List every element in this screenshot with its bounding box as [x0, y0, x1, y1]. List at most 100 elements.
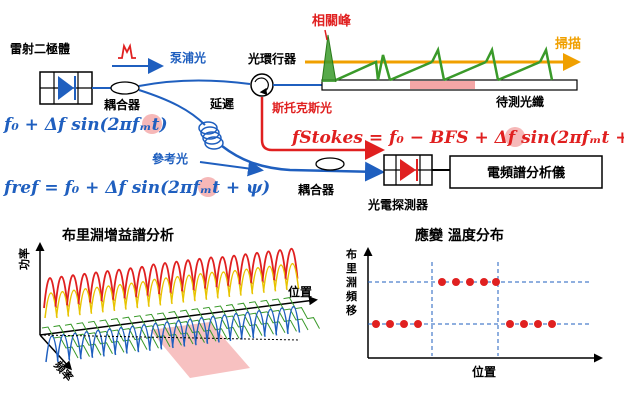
- spectrum-blue-peak: [206, 315, 220, 343]
- dist-y-char-2: 淵: [346, 275, 357, 289]
- spectrum-depth-line: [87, 320, 125, 353]
- spectrum-depth-line: [225, 304, 263, 336]
- spectrum-yellow-peak: [113, 284, 127, 310]
- spectrum-yellow-peak: [228, 270, 242, 296]
- spectrum-blue-peak: [286, 306, 301, 333]
- spectrum-y-label: 功率: [17, 248, 31, 270]
- spectrum-depth-line: [110, 318, 148, 350]
- spectrum-red-peak: [215, 256, 230, 288]
- eq-pump: f₀ + Δf sin(2πfₘt): [3, 115, 168, 135]
- spectrum-red-peak: [77, 272, 92, 304]
- delay-coil: [198, 121, 224, 150]
- spectrum-blue-peak: [194, 317, 209, 344]
- eq-stokes-group: fStokes = f₀ − BFS + Δf sin(2πfₘt + φ): [291, 127, 624, 148]
- distribution-guides: [368, 262, 590, 356]
- spectrum-blue-peak: [160, 321, 174, 349]
- dist-point-high: [492, 278, 500, 286]
- spectrum-baseline: [39, 334, 301, 341]
- spectrum-depth-line: [271, 298, 309, 331]
- dist-y-char-3: 頻: [346, 289, 357, 303]
- ref-arrow: [199, 160, 264, 177]
- dist-point-low: [414, 320, 422, 328]
- dist-point-low: [520, 320, 528, 328]
- spectrum-depth-line: [53, 325, 90, 357]
- spectrum-depth-line: [133, 315, 171, 348]
- spectrum-blue-peak: [114, 327, 128, 354]
- dist-point-low: [372, 320, 380, 328]
- dist-point-high: [466, 278, 474, 286]
- spectrum-yellow-peak: [159, 277, 173, 305]
- spectrum-yellow-peak: [193, 273, 208, 300]
- coupler-2: [315, 157, 345, 171]
- dist-y-char-4: 移: [346, 303, 357, 317]
- spectrum-blue-peak: [252, 310, 266, 337]
- spectrum-blue-peak: [79, 331, 94, 358]
- spectrum-yellow-peak: [274, 264, 288, 291]
- eq-stokes: fStokes = f₀ − BFS + Δf sin(2πfₘt + φ): [291, 128, 624, 148]
- spectrum-depth-line: [168, 311, 205, 343]
- spectrum-blue-peak: [68, 332, 82, 360]
- spectrum-depth-line: [202, 306, 240, 339]
- spectrum-yellow-peak: [251, 267, 265, 293]
- dist-point-low: [386, 320, 394, 328]
- spectrum-yellow-peak: [147, 278, 162, 306]
- spectrum-yellow-peak: [136, 281, 150, 307]
- ref-label: 參考光: [152, 151, 188, 166]
- distribution-axes: [363, 247, 603, 363]
- circulator: [250, 73, 274, 97]
- laser-label: 雷射二極體: [10, 41, 70, 56]
- spectrum-x-label: 位置: [288, 284, 312, 299]
- peak-pointer: [324, 29, 328, 41]
- spectrum-blue-peak: [125, 325, 140, 353]
- spectrum-freq-label: 頻率: [51, 358, 76, 384]
- spectrum-title: 布里淵增益譜分析: [62, 227, 174, 244]
- spectrum-depth-line: [260, 299, 297, 332]
- dist-y-char-0: 布: [346, 247, 357, 261]
- spectrum-yellow-peak: [182, 274, 196, 302]
- spectrum-depth-line: [145, 313, 182, 346]
- dist-point-low: [548, 320, 556, 328]
- spectrum-red-peak: [100, 270, 115, 302]
- dist-point-low: [506, 320, 514, 328]
- spectrum-blue-peak: [91, 329, 105, 357]
- spectrum-red-peak: [238, 253, 253, 285]
- spectrum-depth-line: [76, 322, 113, 355]
- spectrum-depth-line: [179, 309, 217, 342]
- coupler2-label: 耦合器: [298, 182, 335, 197]
- detector-label: 光電探測器: [367, 197, 429, 212]
- spectrum-yellow-peak: [78, 288, 93, 314]
- spectrum-red-peak: [250, 251, 264, 283]
- photodetector: [383, 154, 433, 186]
- spectrum-red-peak: [204, 256, 218, 289]
- spectrum-yellow-peak: [239, 268, 254, 295]
- spectrum-depth-line: [237, 302, 274, 335]
- spectrum-yellow-peak: [67, 289, 81, 316]
- spectrum-red-peak: [112, 268, 126, 300]
- spectrum-red-peak: [169, 260, 184, 293]
- spectrum-yellow-peak: [262, 265, 277, 292]
- eq-ref-group: fref = f₀ + Δf sin(2πfₘt + ψ): [3, 177, 270, 198]
- circulator-label: 光環行器: [247, 51, 297, 66]
- pump-label: 泵浦光: [170, 50, 206, 65]
- heated-band: [150, 322, 250, 378]
- spectrum-yellow-peak: [205, 271, 219, 299]
- spectrum-red-peak: [66, 274, 80, 306]
- spectrum-yellow-peak: [44, 292, 58, 319]
- fiber-label: 待測光纖: [496, 94, 544, 109]
- spectrum-red-peak: [158, 262, 172, 295]
- spectrum-depth-line: [248, 301, 286, 334]
- spectrum-yellow-peak: [101, 285, 116, 312]
- dist-point-high: [452, 278, 460, 286]
- coupler1-label: 耦合器: [104, 97, 141, 112]
- spectrum-red-peak: [261, 250, 276, 282]
- spectrum-red-peak: [43, 277, 57, 309]
- spectrum-depth-line: [191, 308, 228, 341]
- dist-y-char-1: 里: [346, 262, 357, 275]
- spectrum-yellow-peak: [285, 263, 300, 289]
- distribution-points: [372, 278, 556, 328]
- coupler-1: [110, 81, 140, 95]
- spectrum-red-peak: [273, 249, 287, 281]
- spectrum-depth-line: [64, 323, 102, 356]
- delay-label: 延遲: [209, 96, 234, 111]
